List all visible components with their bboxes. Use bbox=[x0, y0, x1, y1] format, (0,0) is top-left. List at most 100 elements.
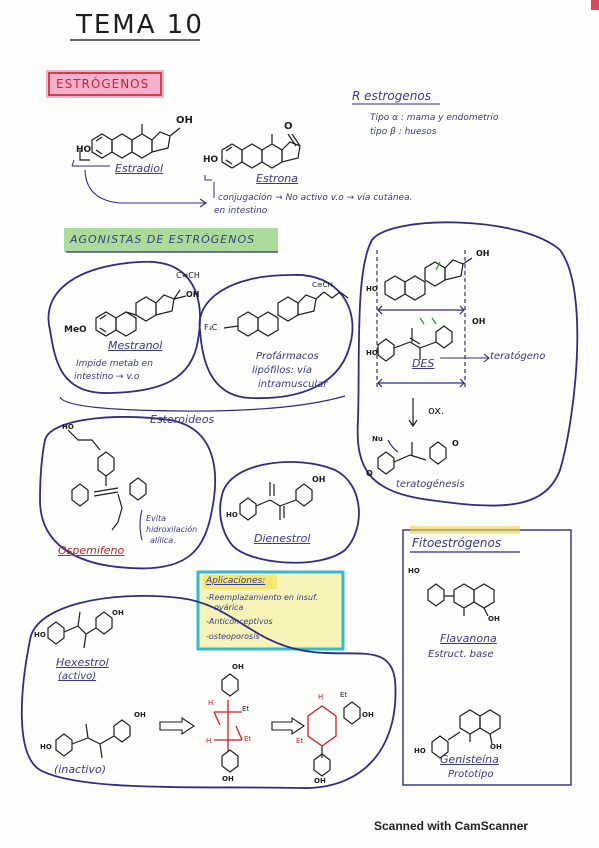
agonistas-header: AGONISTAS DE ESTRÓGENOS bbox=[70, 233, 256, 246]
conformer1-oh-top: OH bbox=[232, 663, 244, 671]
flavanona-oh: OH bbox=[488, 615, 500, 623]
profarmacos-line2: lipófilos: vía bbox=[252, 365, 312, 376]
r-estrogenos-beta: tipo β : huesos bbox=[370, 127, 437, 137]
r-estrogenos-title: R estrogenos bbox=[352, 89, 431, 103]
conformer1-h-left: H bbox=[208, 699, 214, 707]
des-steroid-oh: OH bbox=[476, 249, 490, 258]
genisteina-structure bbox=[431, 709, 501, 759]
aplicaciones-item3: -osteoporosis bbox=[206, 632, 260, 641]
mestranol-structure bbox=[95, 289, 187, 337]
aplicaciones-item1-line1: -Reemplazamiento en insuf. bbox=[206, 593, 319, 602]
conformer2-et-left: Et bbox=[296, 737, 304, 745]
hexestrol-inactive-label: (inactivo) bbox=[54, 763, 107, 776]
hexestrol-label: Hexestrol bbox=[56, 656, 109, 669]
hexestrol-inactive-structure bbox=[55, 719, 131, 759]
mestranol-note-line1: Impide metab en bbox=[76, 359, 153, 369]
conformer-2 bbox=[307, 705, 337, 747]
conformer-1 bbox=[213, 700, 243, 752]
estradiol-ho: HO bbox=[76, 145, 92, 155]
conformer1-h-right: H bbox=[206, 737, 212, 745]
des-blob bbox=[356, 221, 579, 507]
quinone-structure bbox=[377, 439, 447, 475]
r-estrogenos-alpha: Tipo α : mama y endometrio bbox=[370, 113, 499, 123]
estrogenos-highlight bbox=[46, 70, 164, 98]
conformer2-et: Et bbox=[340, 691, 348, 699]
profarmacos-line1: Profármacos bbox=[256, 351, 319, 362]
scanner-footer: Scanned with CamScanner bbox=[374, 819, 529, 833]
conjugation-arrow bbox=[84, 169, 205, 204]
agonistas-highlight bbox=[64, 228, 278, 252]
ospemifeno-note-line1: Evita bbox=[146, 514, 167, 523]
aplicaciones-item2: -Anticonceptivos bbox=[206, 617, 273, 626]
flavanona-label: Flavanona bbox=[440, 632, 497, 645]
genisteina-ho: HO bbox=[414, 747, 426, 755]
conformer1-oh-bottom: OH bbox=[222, 775, 234, 783]
dienestrol-blob bbox=[219, 461, 360, 564]
hexestrol-active-structure bbox=[47, 611, 113, 649]
flavanona-ho: HO bbox=[408, 567, 420, 575]
dienestrol-structure bbox=[239, 482, 313, 521]
profarmacos-f3c: F₃C bbox=[204, 323, 218, 332]
mestranol-meo: MeO bbox=[64, 325, 87, 335]
quinone-o-left: O bbox=[366, 469, 373, 478]
ox-label: ox. bbox=[428, 404, 445, 417]
ospemifeno-note-line2: hidroxilación bbox=[146, 525, 198, 534]
des-ho: HO bbox=[366, 349, 378, 357]
profarmacos-blob bbox=[198, 274, 354, 400]
dienestrol-oh: OH bbox=[312, 475, 326, 484]
flavanona-structure bbox=[427, 583, 495, 617]
ospemifeno-ho: HO bbox=[62, 423, 74, 431]
hexestrol-blob bbox=[20, 595, 397, 789]
ospemifeno-structure bbox=[67, 429, 147, 531]
aplicaciones-item1-line2: ovárica bbox=[214, 603, 244, 612]
estradiol-label: Estradiol bbox=[115, 162, 164, 175]
estrogenos-box bbox=[48, 72, 162, 96]
des-steroid-ho: HO bbox=[366, 285, 378, 293]
genisteina-label: Genisteína bbox=[440, 753, 499, 766]
conjugation-note-line2: en intestino bbox=[214, 206, 268, 216]
ospemifeno-blob bbox=[39, 416, 217, 570]
profarmacos-line3: intramuscular bbox=[258, 379, 328, 390]
teratogeno-label: teratógeno bbox=[490, 351, 546, 362]
conformer1-et-bottom: Et bbox=[244, 735, 252, 743]
genisteina-note: Prototipo bbox=[448, 769, 494, 780]
estrona-structure bbox=[221, 133, 301, 169]
conjugation-note-line1: conjugación → No activo v.o → vía cutáne… bbox=[218, 193, 413, 203]
estrona-ho: HO bbox=[203, 155, 219, 165]
genisteina-oh: OH bbox=[490, 743, 502, 751]
mestranol-oh: OH bbox=[186, 290, 200, 299]
dienestrol-ho: HO bbox=[226, 511, 238, 519]
estrona-label: Estrona bbox=[256, 172, 298, 185]
des-structure bbox=[377, 325, 453, 362]
aplicaciones-title: Aplicaciones: bbox=[206, 576, 266, 586]
estrona-o: O bbox=[284, 121, 293, 132]
esteroideos-label: Esteroideos bbox=[150, 413, 215, 426]
conformer1-et: Et bbox=[242, 705, 250, 713]
page-title: TEMA 10 bbox=[76, 10, 204, 40]
ospemifeno-label: Ospemifeno bbox=[58, 544, 125, 557]
mestranol-note-line2: intestino → v.o bbox=[74, 372, 140, 382]
flavanona-note: Estruct. base bbox=[428, 649, 494, 660]
mestranol-cch: C≡CH bbox=[176, 271, 200, 280]
dienestrol-label: Dienestrol bbox=[254, 532, 311, 545]
conformer2-oh-bottom: OH bbox=[314, 777, 326, 785]
edge-mark bbox=[591, 0, 599, 10]
ospemifeno-note-line3: alílica. bbox=[150, 536, 176, 545]
teratogenesis-label: teratogénesis bbox=[396, 479, 465, 490]
conformer2-oh-right: OH bbox=[362, 711, 374, 719]
conformer2-h: H bbox=[318, 693, 324, 701]
hexestrol-inactive-oh: OH bbox=[134, 711, 146, 719]
quinone-o-right: O bbox=[452, 439, 459, 448]
hexestrol-active-oh: OH bbox=[112, 609, 124, 617]
fitoestrogenos-header: Fitoestrógenos bbox=[412, 536, 502, 550]
des-steroid bbox=[384, 257, 473, 301]
des-oh: OH bbox=[472, 317, 486, 326]
profarmacos-structure bbox=[223, 291, 349, 337]
profarmacos-cch: C≡CH bbox=[312, 281, 333, 289]
des-dimension-arrows bbox=[376, 250, 466, 388]
hexestrol-active-label: (activo) bbox=[58, 671, 97, 682]
quinone-nu: Nu bbox=[372, 435, 383, 443]
estrogenos-header: ESTRÓGENOS bbox=[56, 77, 150, 91]
